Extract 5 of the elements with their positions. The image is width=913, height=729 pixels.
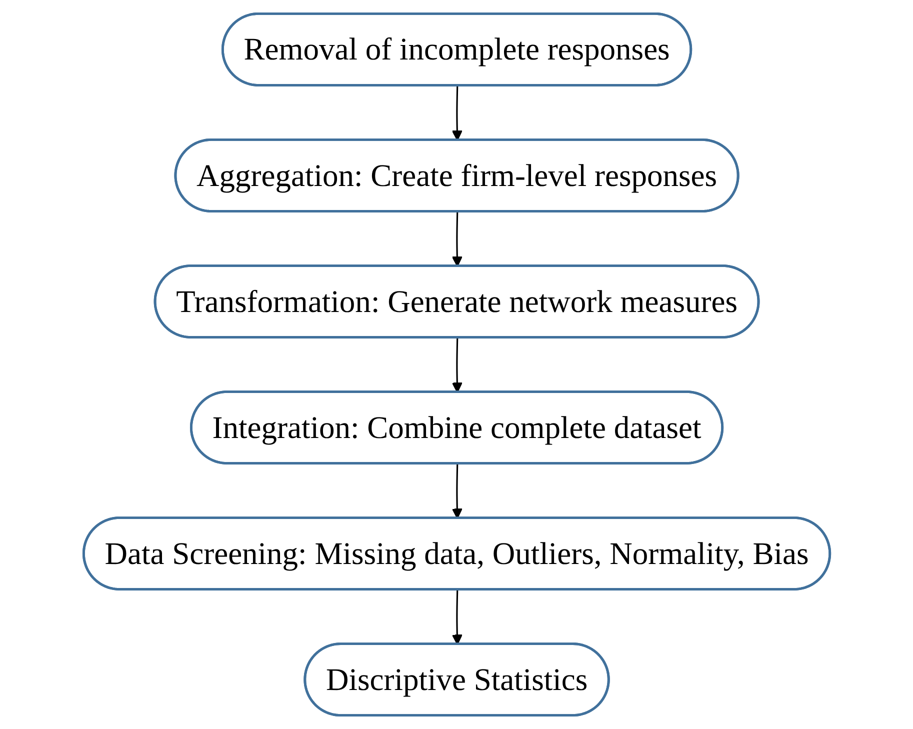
- arrow: [452, 590, 462, 645]
- arrow: [452, 464, 462, 519]
- arrow: [452, 212, 462, 267]
- arrow: [452, 86, 462, 141]
- arrow: [452, 338, 462, 393]
